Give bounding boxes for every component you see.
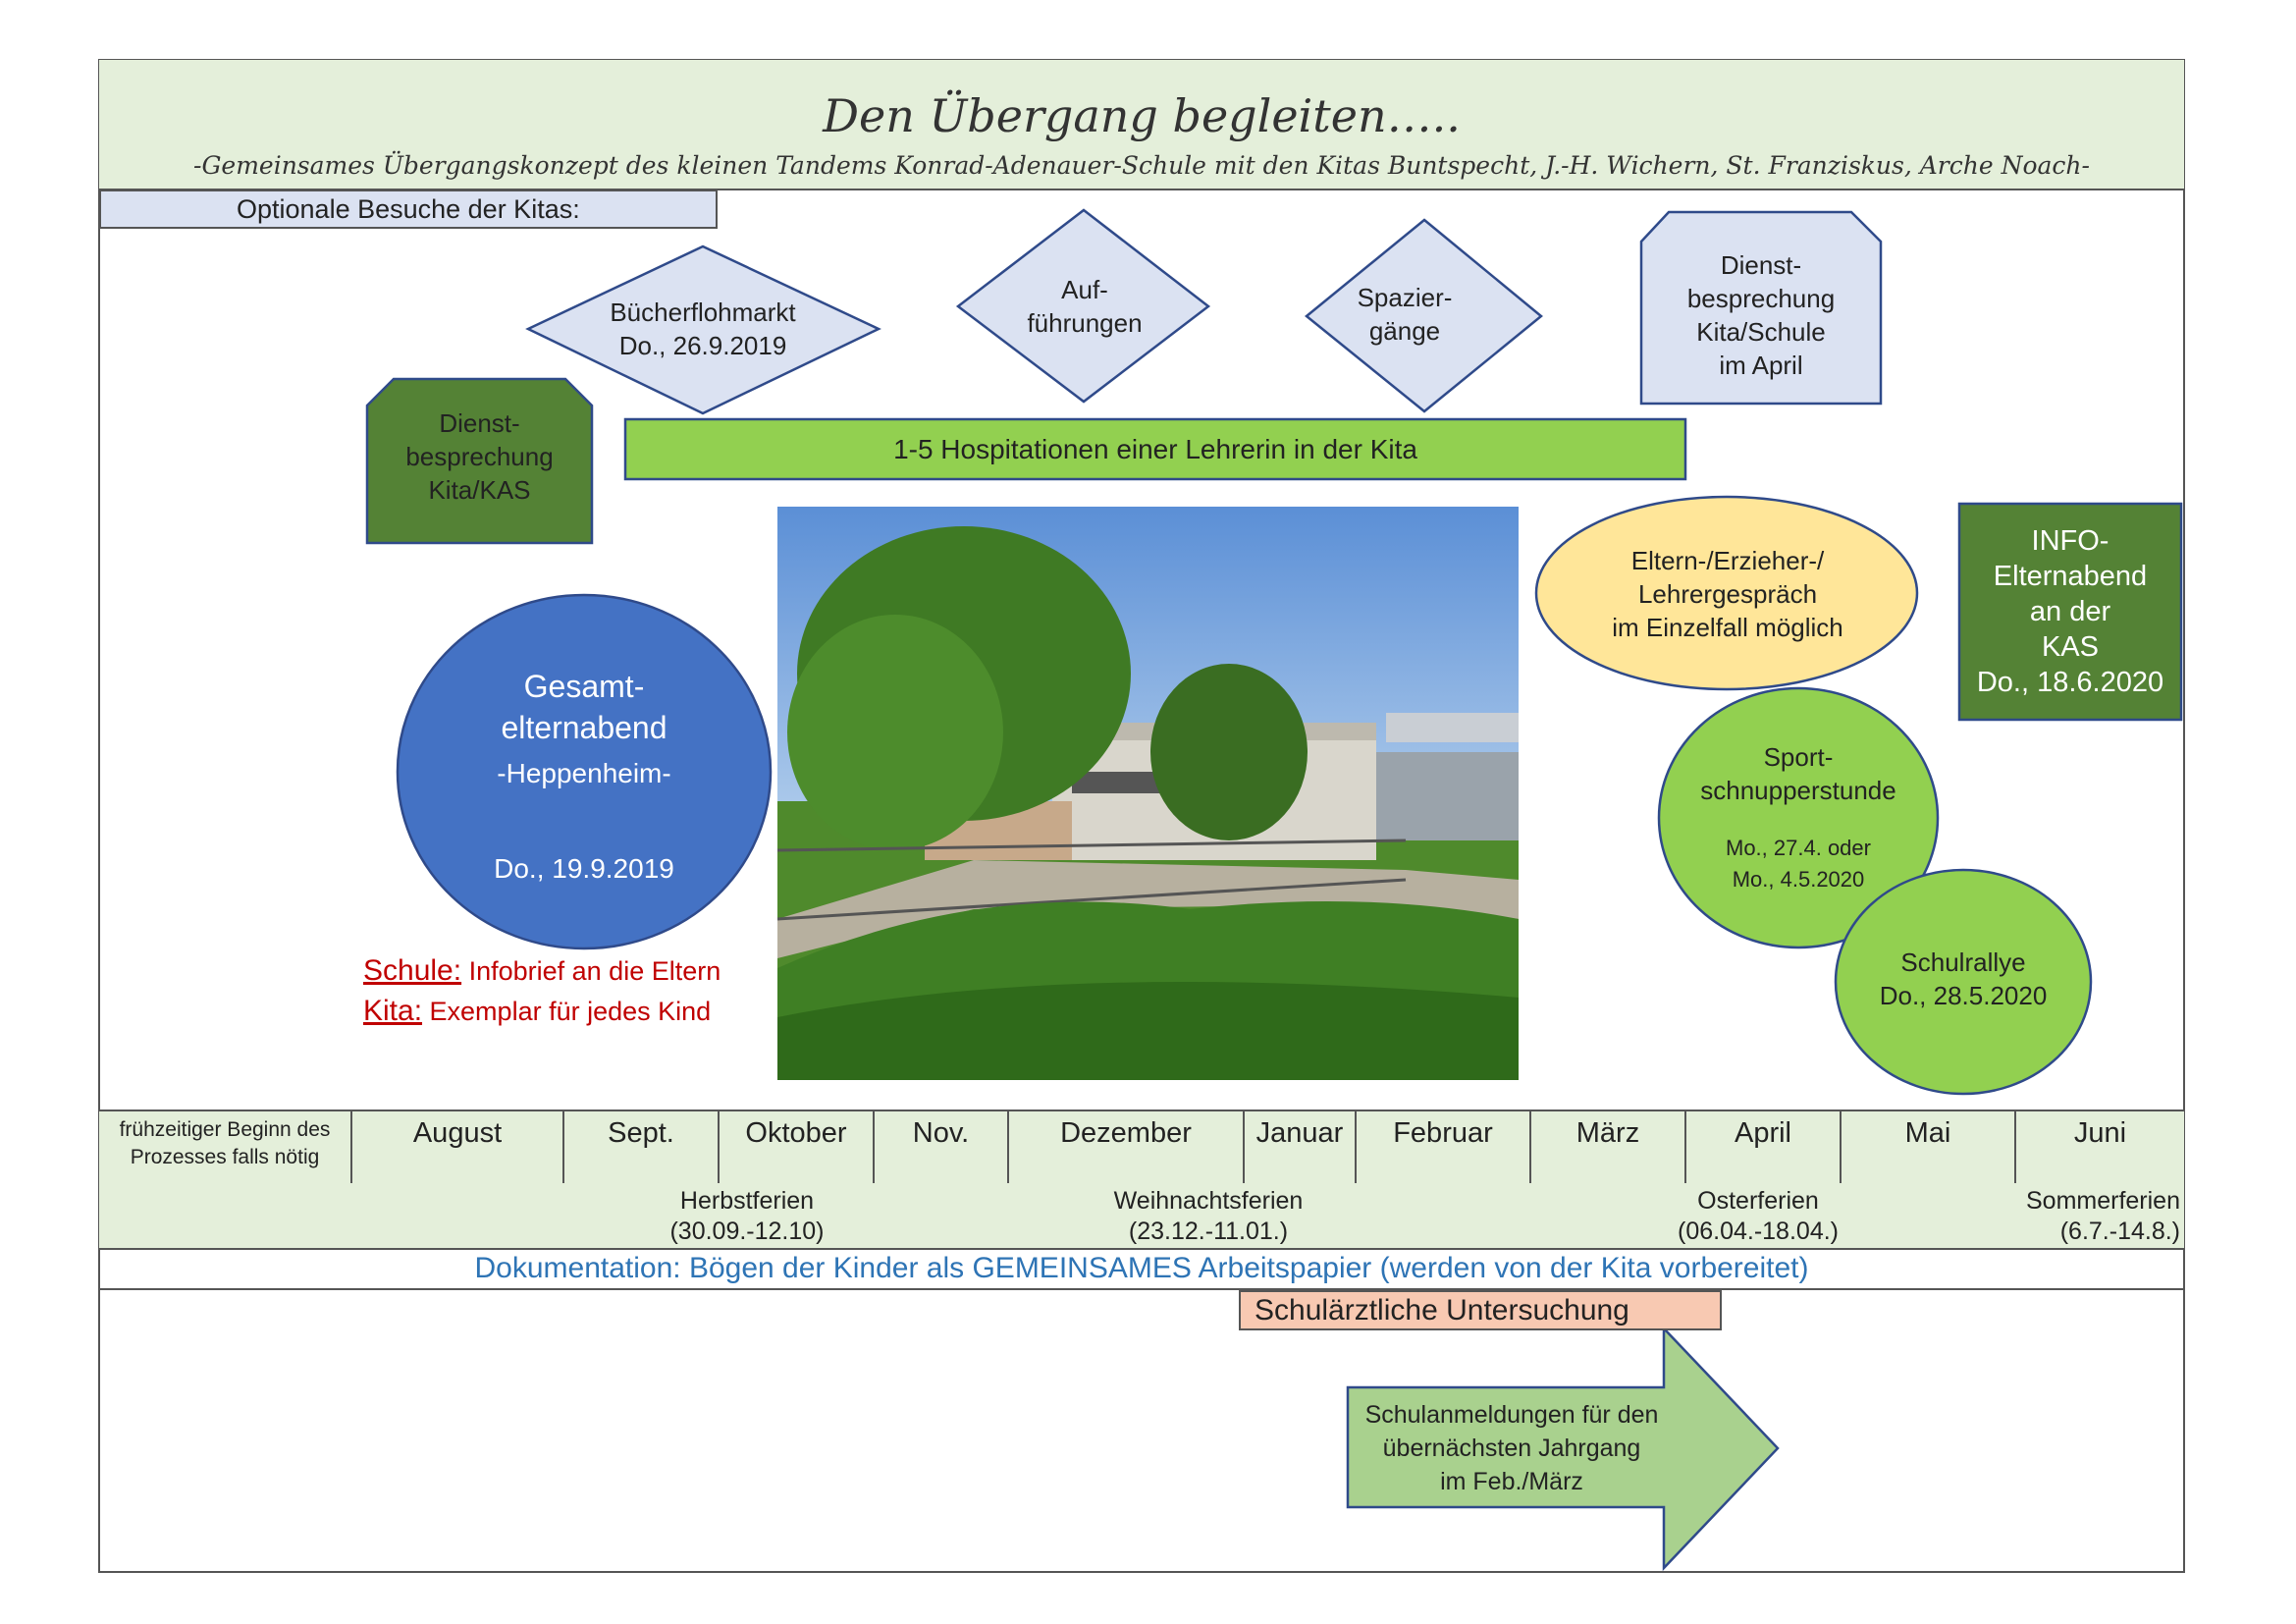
header: Den Übergang begleiten….. -Gemeinsames Ü… [99,60,2184,190]
elterngespraech-label: Eltern-/Erzieher-/ Lehrergespräch im Ein… [1612,546,1843,642]
schulanmeldungen-arrow [1346,1325,1780,1572]
month-januar: Januar [1245,1111,1357,1184]
schulanmeldungen-label: Schulanmeldungen für den übernächsten Ja… [1364,1401,1659,1495]
holidays-row: Herbstferien (30.09.-12.10) Weihnachtsfe… [99,1183,2184,1250]
month-dezember: Dezember [1009,1111,1245,1184]
holiday-weihnachten-dates: (23.12.-11.01.) [1128,1218,1289,1245]
month-mai: Mai [1842,1111,2016,1184]
schule-note: Schule: Infobrief an die Eltern [363,954,721,988]
auffuehrungen-diamond [955,208,1211,404]
holiday-herbst-name: Herbstferien [679,1187,815,1215]
documentation-note: Dokumentation: Bögen der Kinder als GEME… [99,1249,2184,1290]
hospitationen-label: 1-5 Hospitationen einer Lehrerin in der … [893,433,1417,464]
month-juni: Juni [2073,1117,2127,1149]
optional-visits-label: Optionale Besuche der Kitas: [99,189,718,229]
month-august: August [352,1111,564,1184]
schule-note-text: Infobrief an die Eltern [461,956,721,986]
kita-note-text: Exemplar für jedes Kind [422,997,712,1026]
spaziergaenge-label: Spazier- gänge [1357,283,1453,346]
buecherflohmarkt-diamond [525,244,881,415]
schule-note-label: Schule: [363,954,462,987]
schulrallye-label: Schulrallye Do., 28.5.2020 [1879,947,2048,1010]
holiday-herbst: Herbstferien (30.09.-12.10) [619,1186,875,1247]
month-november: Nov. [875,1111,1009,1184]
holiday-weihnachten-name: Weihnachtsferien [1113,1187,1304,1215]
holiday-sommer-dates: (6.7.-14.8.) [2059,1218,2180,1245]
kita-note: Kita: Exemplar für jedes Kind [363,995,711,1028]
sportschnupperstunde-label: Sport- schnupperstunde [1700,742,1896,805]
page-title: Den Übergang begleiten….. [823,89,1461,142]
auffuehrungen-label: Auf- führungen [1027,275,1143,338]
info-elternabend-box [1957,502,2183,722]
month-april: April [1686,1111,1842,1184]
kita-note-label: Kita: [363,995,423,1027]
holiday-herbst-dates: (30.09.-12.10) [669,1218,825,1245]
schulrallye-circle [1834,868,2093,1096]
sportschnupperstunde-circle [1657,686,1940,949]
holiday-sommer-name: Sommerferien [2026,1187,2180,1215]
dienstbesprechung-schule-label: Dienst- besprechung Kita/Schule im April [1686,250,1836,380]
gesamtelternabend-date: Do., 19.9.2019 [494,853,674,884]
spaziergaenge-diamond [1305,218,1543,413]
photo-illustration [777,507,1519,1080]
exam-bar: Schulärztliche Untersuchung [1239,1290,1722,1330]
hospitationen-bar [623,417,1687,481]
holiday-ostern-dates: (06.04.-18.04.) [1678,1218,1839,1245]
sportschnupperstunde-date: Mo., 27.4. oder Mo., 4.5.2020 [1726,836,1871,892]
gesamtelternabend-circle [396,593,773,950]
month-februar: Februar [1357,1111,1531,1184]
buecherflohmarkt-label: Bücherflohmarkt Do., 26.9.2019 [610,298,796,360]
info-elternabend-label: INFO- Elternabend an der KAS Do., 18.6.2… [1976,525,2164,698]
gesamtelternabend-title: Gesamt- elternabend [501,669,667,745]
dienstbesprechung-kas-label: Dienst- besprechung Kita/KAS [405,408,554,505]
month-maerz: März [1531,1111,1686,1184]
holiday-ostern: Osterferien (06.04.-18.04.) [1630,1186,1886,1247]
timeline-early-start: frühzeitiger Beginn des Prozesses falls … [99,1111,352,1184]
timeline-months: frühzeitiger Beginn des Prozesses falls … [99,1110,2184,1186]
school-building-photo [777,507,1519,1080]
dienstbesprechung-schule-box [1639,210,1883,406]
elterngespraech-ellipse [1534,495,1919,691]
holiday-weihnachten: Weihnachtsferien (23.12.-11.01.) [1081,1186,1336,1247]
month-oktober: Oktober [720,1111,875,1184]
holiday-sommer: Sommerferien (6.7.-14.8.) [1994,1186,2180,1247]
month-september: Sept. [564,1111,720,1184]
gesamtelternabend-place: -Heppenheim- [497,758,671,788]
page-subtitle: -Gemeinsames Übergangskonzept des kleine… [193,151,2090,180]
dienstbesprechung-kas-box [365,377,594,545]
holiday-ostern-name: Osterferien [1697,1187,1819,1215]
